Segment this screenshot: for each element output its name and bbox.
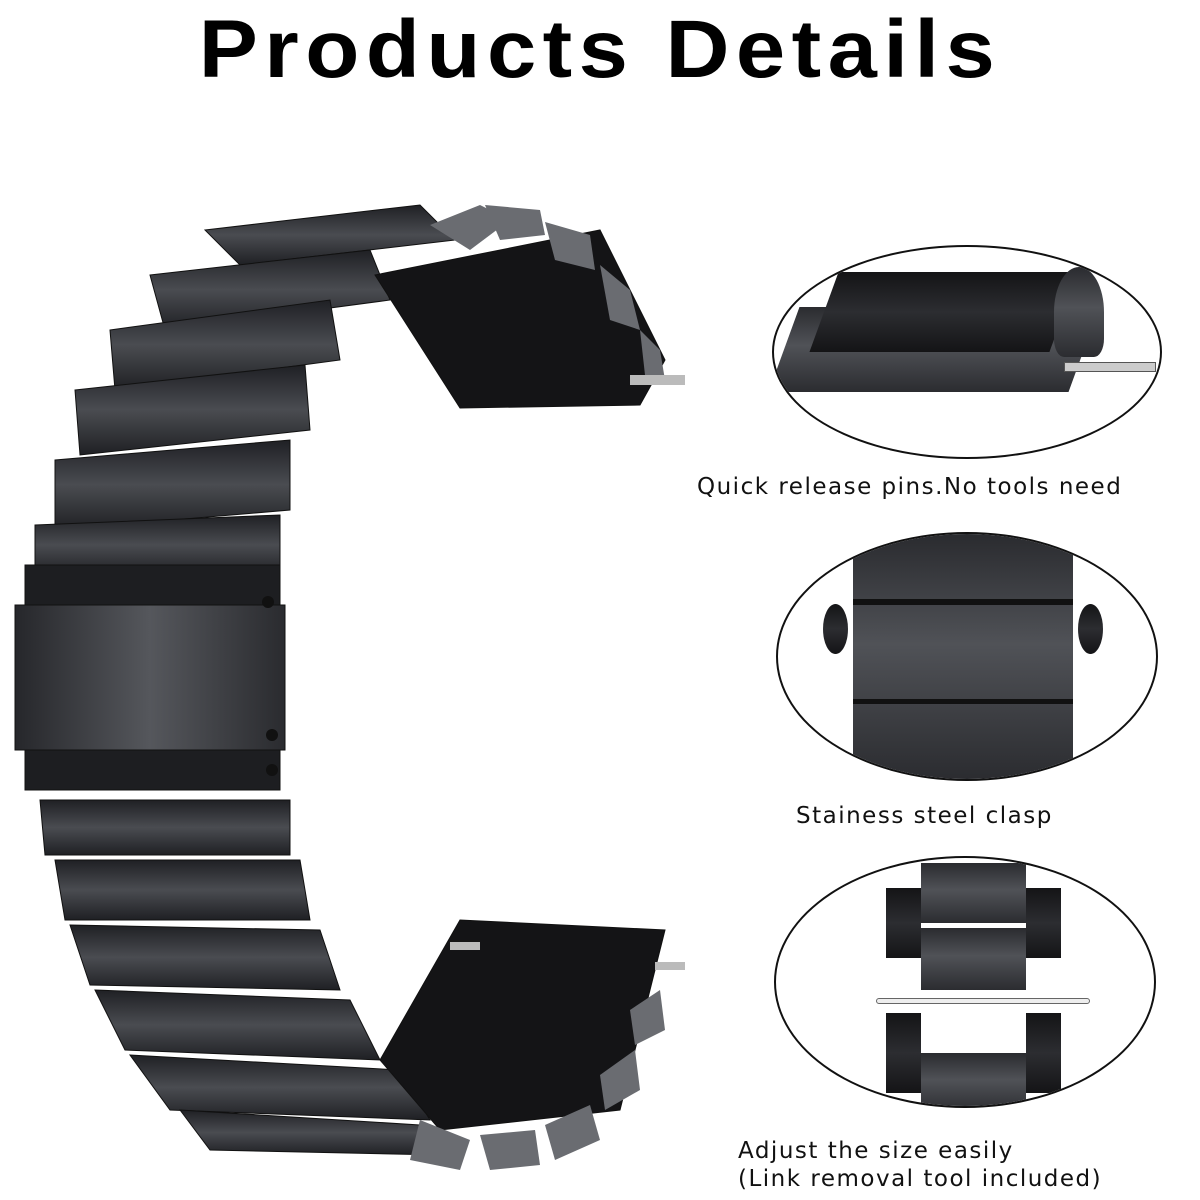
link-removal-closeup — [774, 856, 1156, 1108]
band-clasp — [14, 564, 286, 791]
clasp-caption: Stainess steel clasp — [796, 803, 1053, 829]
page-title: Products Details — [198, 4, 1002, 95]
adjust-caption-line1: Adjust the size easily — [738, 1138, 1014, 1164]
quick-release-caption: Quick release pins.No tools need — [697, 474, 1123, 500]
quick-release-closeup — [772, 245, 1162, 459]
band-lower-links — [39, 799, 441, 1156]
band-upper-links — [34, 204, 457, 576]
band-lower-end — [379, 919, 685, 1170]
watch-band-image — [14, 204, 685, 1170]
adjust-caption-line2: (Link removal tool included) — [738, 1166, 1103, 1192]
band-upper-end — [374, 205, 685, 409]
clasp-closeup — [776, 532, 1158, 781]
